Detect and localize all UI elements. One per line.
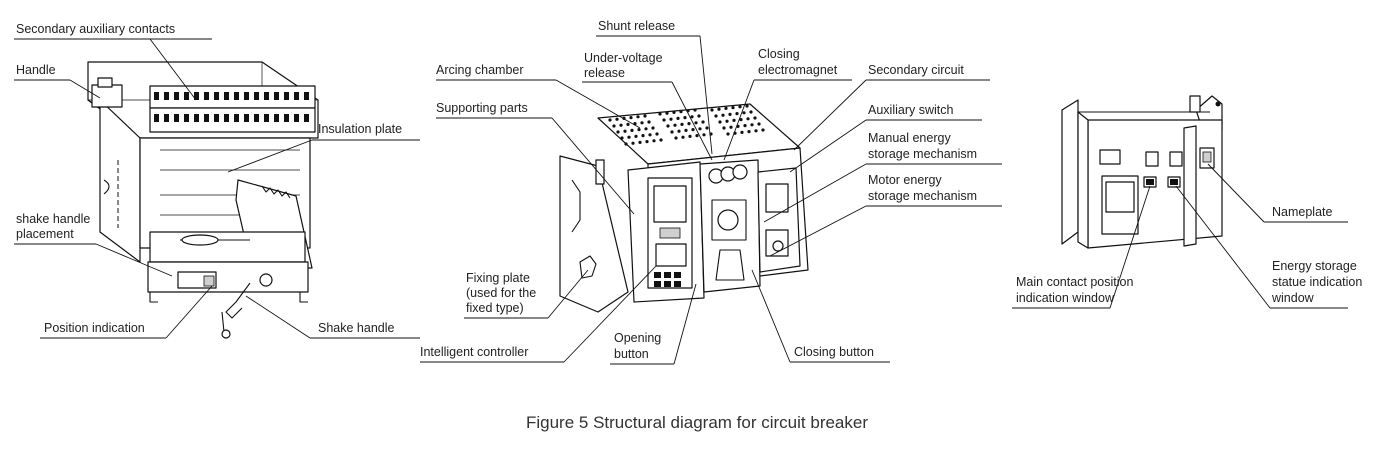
label-energy-status-3: window <box>1271 291 1315 305</box>
label-manual-energy-2: storage mechanism <box>868 147 977 161</box>
breaker-body-drawing <box>559 103 809 313</box>
label-fixing-plate-1: Fixing plate <box>466 271 530 285</box>
label-main-contact-1: Main contact position <box>1016 275 1133 289</box>
label-opening-button-1: Opening <box>614 331 661 345</box>
label-supporting-parts: Supporting parts <box>436 101 528 115</box>
main-contact-window <box>1143 176 1157 188</box>
label-fixing-plate-2: (used for the <box>466 286 536 300</box>
label-shake-handle-placement-2: placement <box>16 227 74 241</box>
label-main-contact-2: indication window <box>1016 291 1115 305</box>
label-energy-status-1: Energy storage <box>1272 259 1357 273</box>
label-shake-handle-placement-1: shake handle <box>16 212 90 226</box>
label-position-indication: Position indication <box>44 321 145 335</box>
figure-caption: Figure 5 Structural diagram for circuit … <box>525 413 869 432</box>
label-secondary-circuit: Secondary circuit <box>868 63 964 77</box>
label-insulation-plate: Insulation plate <box>318 122 402 136</box>
label-arcing-chamber: Arcing chamber <box>436 63 524 77</box>
label-closing-em-2: electromagnet <box>758 63 838 77</box>
leader-lines <box>14 35 1348 365</box>
label-opening-button-2: button <box>614 347 649 361</box>
label-energy-status-2: statue indication <box>1272 275 1362 289</box>
front-panel-drawing <box>1061 95 1223 249</box>
label-intelligent-controller: Intelligent controller <box>420 345 528 359</box>
label-motor-energy-1: Motor energy <box>868 173 942 187</box>
drawout-breaker-drawing <box>87 61 319 339</box>
label-shunt-release: Shunt release <box>598 19 675 33</box>
label-handle: Handle <box>16 63 56 77</box>
label-under-voltage-2: release <box>584 66 625 80</box>
shake-handle-crank <box>221 282 251 339</box>
label-closing-button: Closing button <box>794 345 874 359</box>
label-shake-handle: Shake handle <box>318 321 395 335</box>
label-motor-energy-2: storage mechanism <box>868 189 977 203</box>
label-closing-em-1: Closing <box>758 47 800 61</box>
label-under-voltage-1: Under-voltage <box>584 51 663 65</box>
label-secondary-aux-contacts: Secondary auxiliary contacts <box>16 22 175 36</box>
label-nameplate: Nameplate <box>1272 205 1332 219</box>
label-fixing-plate-3: fixed type) <box>466 301 524 315</box>
label-auxiliary-switch: Auxiliary switch <box>868 103 953 117</box>
energy-status-window <box>1167 176 1181 188</box>
label-manual-energy-1: Manual energy <box>868 131 951 145</box>
component-labels: Secondary auxiliary contacts Handle Insu… <box>16 19 1362 361</box>
